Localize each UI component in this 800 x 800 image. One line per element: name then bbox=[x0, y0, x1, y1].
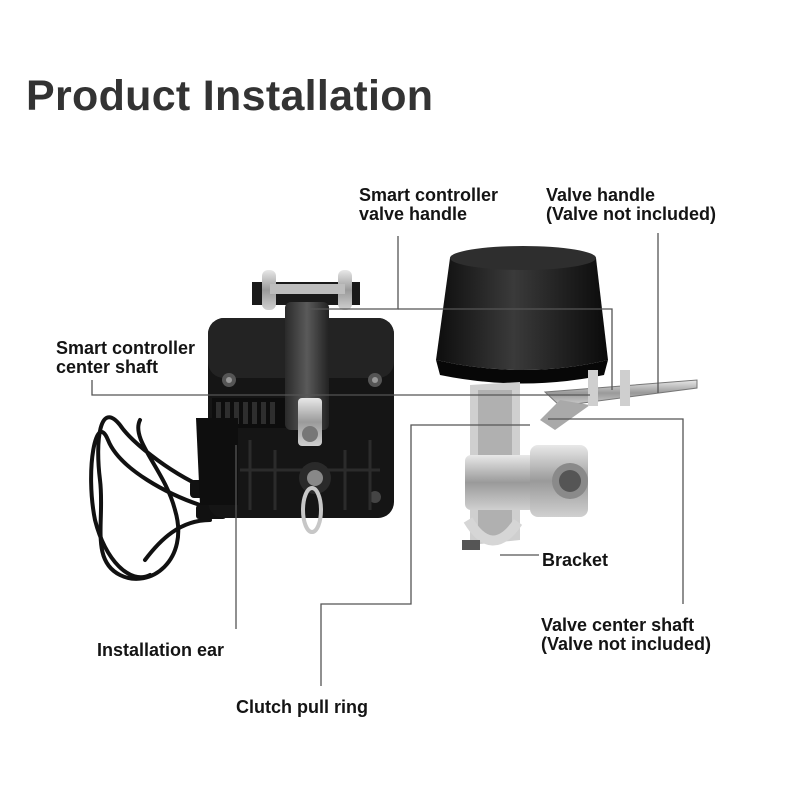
leader-lines bbox=[91, 233, 684, 686]
label-bracket: Bracket bbox=[542, 551, 608, 570]
label-line: valve handle bbox=[359, 204, 468, 224]
bracket-and-valve bbox=[462, 382, 588, 550]
label-line: (Valve not included) bbox=[546, 204, 717, 224]
label-clutch-pull-ring: Clutch pull ring bbox=[236, 698, 368, 717]
label-line: Clutch pull ring bbox=[236, 697, 368, 717]
actuator-cap bbox=[436, 246, 608, 384]
label-line: Smart controller bbox=[359, 185, 499, 205]
label-line: Valve handle bbox=[546, 185, 656, 205]
label-installation-ear: Installation ear bbox=[97, 641, 224, 660]
label-line: Installation ear bbox=[97, 640, 225, 660]
controller-center-shaft bbox=[285, 302, 329, 446]
label-line: Bracket bbox=[542, 550, 609, 570]
label-smart-controller-valve-handle: Smart controller valve handle bbox=[359, 186, 498, 224]
label-line: center shaft bbox=[56, 357, 159, 377]
label-line: Valve center shaft bbox=[541, 615, 695, 635]
label-smart-controller-center-shaft: Smart controller center shaft bbox=[56, 339, 195, 377]
label-valve-center-shaft: Valve center shaft (Valve not included) bbox=[541, 616, 711, 654]
installation-ear bbox=[196, 418, 238, 505]
label-line: (Valve not included) bbox=[541, 634, 712, 654]
clutch-pull-ring-icon bbox=[299, 462, 331, 534]
valve-handle-arm bbox=[540, 370, 698, 430]
label-line: Smart controller bbox=[56, 338, 196, 358]
page-title: Product Installation bbox=[26, 72, 434, 120]
power-cable bbox=[89, 415, 212, 581]
label-valve-handle: Valve handle (Valve not included) bbox=[546, 186, 716, 224]
